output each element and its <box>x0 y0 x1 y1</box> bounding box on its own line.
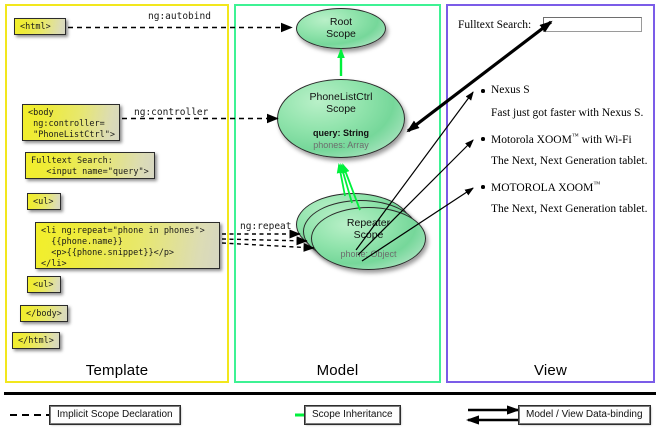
body-close-box: </body> <box>20 305 68 322</box>
legend-scope-inheritance: Scope Inheritance <box>304 405 401 425</box>
root-scope-title: Root Scope <box>326 16 356 41</box>
root-scope: Root Scope <box>296 8 386 49</box>
bullet-icon <box>481 137 485 141</box>
phonelistctrl-scope-prop-query: query: String <box>312 128 369 138</box>
trademark-icon: ™ <box>593 180 601 188</box>
edge-label-controller: ng:controller <box>134 107 209 118</box>
phone-name: MOTOROLA XOOM™ <box>491 180 601 194</box>
body-open-box: <body ng:controller= "PhoneListCtrl"> <box>22 104 120 141</box>
legend-divider <box>4 392 656 395</box>
li-repeat-box: <li ng:repeat="phone in phones"> {{phone… <box>35 222 220 269</box>
column-label-model: Model <box>316 362 359 379</box>
repeater-scope: Repeater Scope phone: Object <box>311 207 426 270</box>
column-label-template: Template <box>85 362 149 379</box>
html-open-box: <html> <box>14 18 66 35</box>
phone-snippet: Fast just got faster with Nexus S. <box>491 107 644 119</box>
ul-open-box: <ul> <box>27 193 61 210</box>
search-box: Fulltext Search: <input name="query"> <box>25 152 155 179</box>
legend-implicit-scope-declaration: Implicit Scope Declaration <box>49 405 181 425</box>
view-search-input[interactable] <box>543 17 642 32</box>
repeater-scope-title: Repeater Scope <box>346 217 391 242</box>
html-close-box: </html> <box>12 332 60 349</box>
phonelistctrl-scope-title: PhoneListCtrl Scope <box>309 91 373 116</box>
phone-snippet: The Next, Next Generation tablet. <box>491 155 648 167</box>
phonelistctrl-scope-prop-phones: phones: Array <box>313 140 369 150</box>
phone-snippet: The Next, Next Generation tablet. <box>491 203 648 215</box>
view-panel: Fulltext Search: Nexus S Fast just got f… <box>446 4 655 383</box>
bullet-icon <box>481 89 485 93</box>
edge-label-autobind: ng:autobind <box>148 11 211 22</box>
trademark-icon: ™ <box>571 132 579 140</box>
ul-close-box: <ul> <box>27 276 61 293</box>
repeater-scope-prop-phone: phone: Object <box>340 249 397 259</box>
edge-label-repeat: ng:repeat <box>240 221 292 232</box>
view-search-label: Fulltext Search: <box>458 19 532 31</box>
phonelistctrl-scope: PhoneListCtrl Scope query: String phones… <box>277 79 405 158</box>
phone-name: Motorola XOOM™ with Wi-Fi <box>491 132 632 146</box>
column-label-view: View <box>533 362 568 379</box>
legend-data-binding: Model / View Data-binding <box>518 405 651 425</box>
phone-name: Nexus S <box>491 84 530 96</box>
bullet-icon <box>481 185 485 189</box>
